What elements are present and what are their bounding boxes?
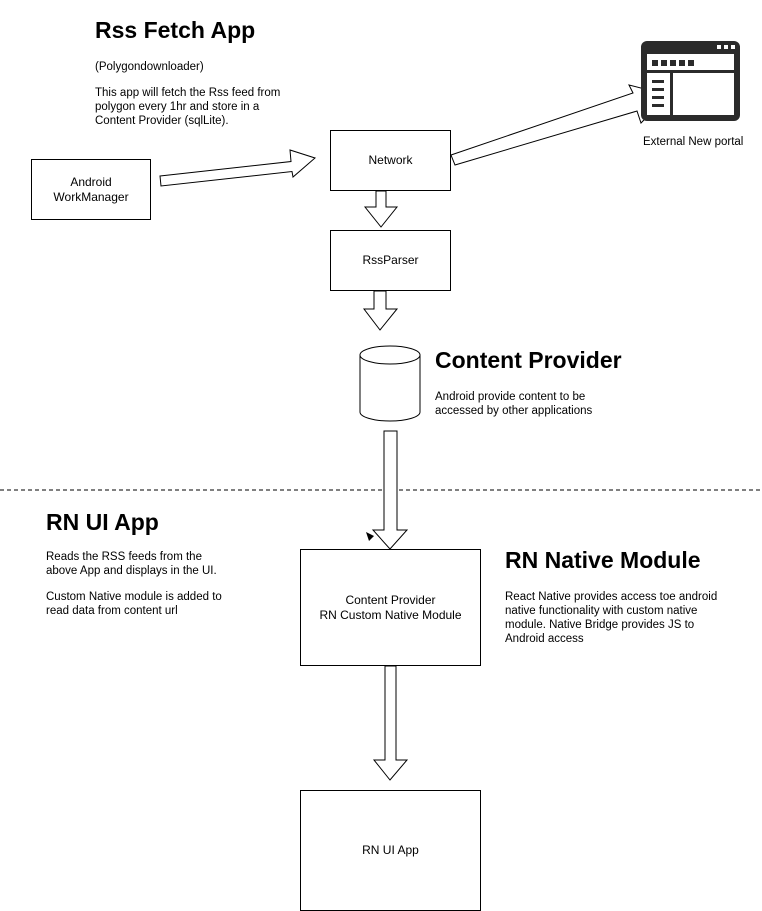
rn-ui-section-para2: Custom Native module is added to read da… bbox=[46, 591, 222, 617]
rn-ui-section-title: RN UI App bbox=[46, 509, 159, 535]
workmanager-label-line2: WorkManager bbox=[53, 189, 129, 204]
arrow-network-to-rssparser bbox=[363, 190, 399, 228]
browser-window-icon bbox=[641, 41, 740, 121]
arrow-network-to-portal bbox=[450, 84, 669, 166]
content-module-label-line2: RN Custom Native Module bbox=[319, 607, 462, 622]
network-box: Network bbox=[330, 130, 451, 191]
database-cylinder-icon bbox=[359, 345, 421, 422]
rss-app-title: Rss Fetch App bbox=[95, 17, 256, 43]
arrow-workmanager-to-network bbox=[159, 149, 317, 187]
portal-label: External New portal bbox=[643, 136, 744, 148]
rss-app-subtitle: (Polygondownloader) bbox=[95, 61, 204, 73]
rssparser-box: RssParser bbox=[330, 230, 451, 291]
network-label: Network bbox=[368, 153, 413, 167]
arrow-contentprovider-to-module bbox=[371, 430, 409, 550]
rss-app-description: This app will fetch the Rss feed from po… bbox=[95, 87, 281, 127]
rn-ui-section-para1: Reads the RSS feeds from the above App a… bbox=[46, 551, 217, 577]
content-provider-title: Content Provider bbox=[435, 347, 622, 373]
rn-native-module-description: React Native provides access toe android… bbox=[505, 591, 718, 645]
arrow-rssparser-to-contentprovider bbox=[362, 290, 399, 331]
rn-ui-app-label: RN UI App bbox=[362, 843, 419, 857]
content-module-box: Content Provider RN Custom Native Module bbox=[300, 549, 481, 666]
arrow-module-to-rnuiapp bbox=[372, 665, 409, 781]
content-module-label-line1: Content Provider bbox=[345, 592, 436, 607]
rn-ui-app-box: RN UI App bbox=[300, 790, 481, 911]
small-arrowhead-icon bbox=[366, 532, 374, 541]
rssparser-label: RssParser bbox=[362, 253, 419, 267]
workmanager-box: Android WorkManager bbox=[31, 159, 151, 220]
rn-native-module-title: RN Native Module bbox=[505, 547, 701, 573]
content-provider-description: Android provide content to be accessed b… bbox=[435, 391, 593, 417]
workmanager-label-line1: Android bbox=[70, 174, 112, 189]
